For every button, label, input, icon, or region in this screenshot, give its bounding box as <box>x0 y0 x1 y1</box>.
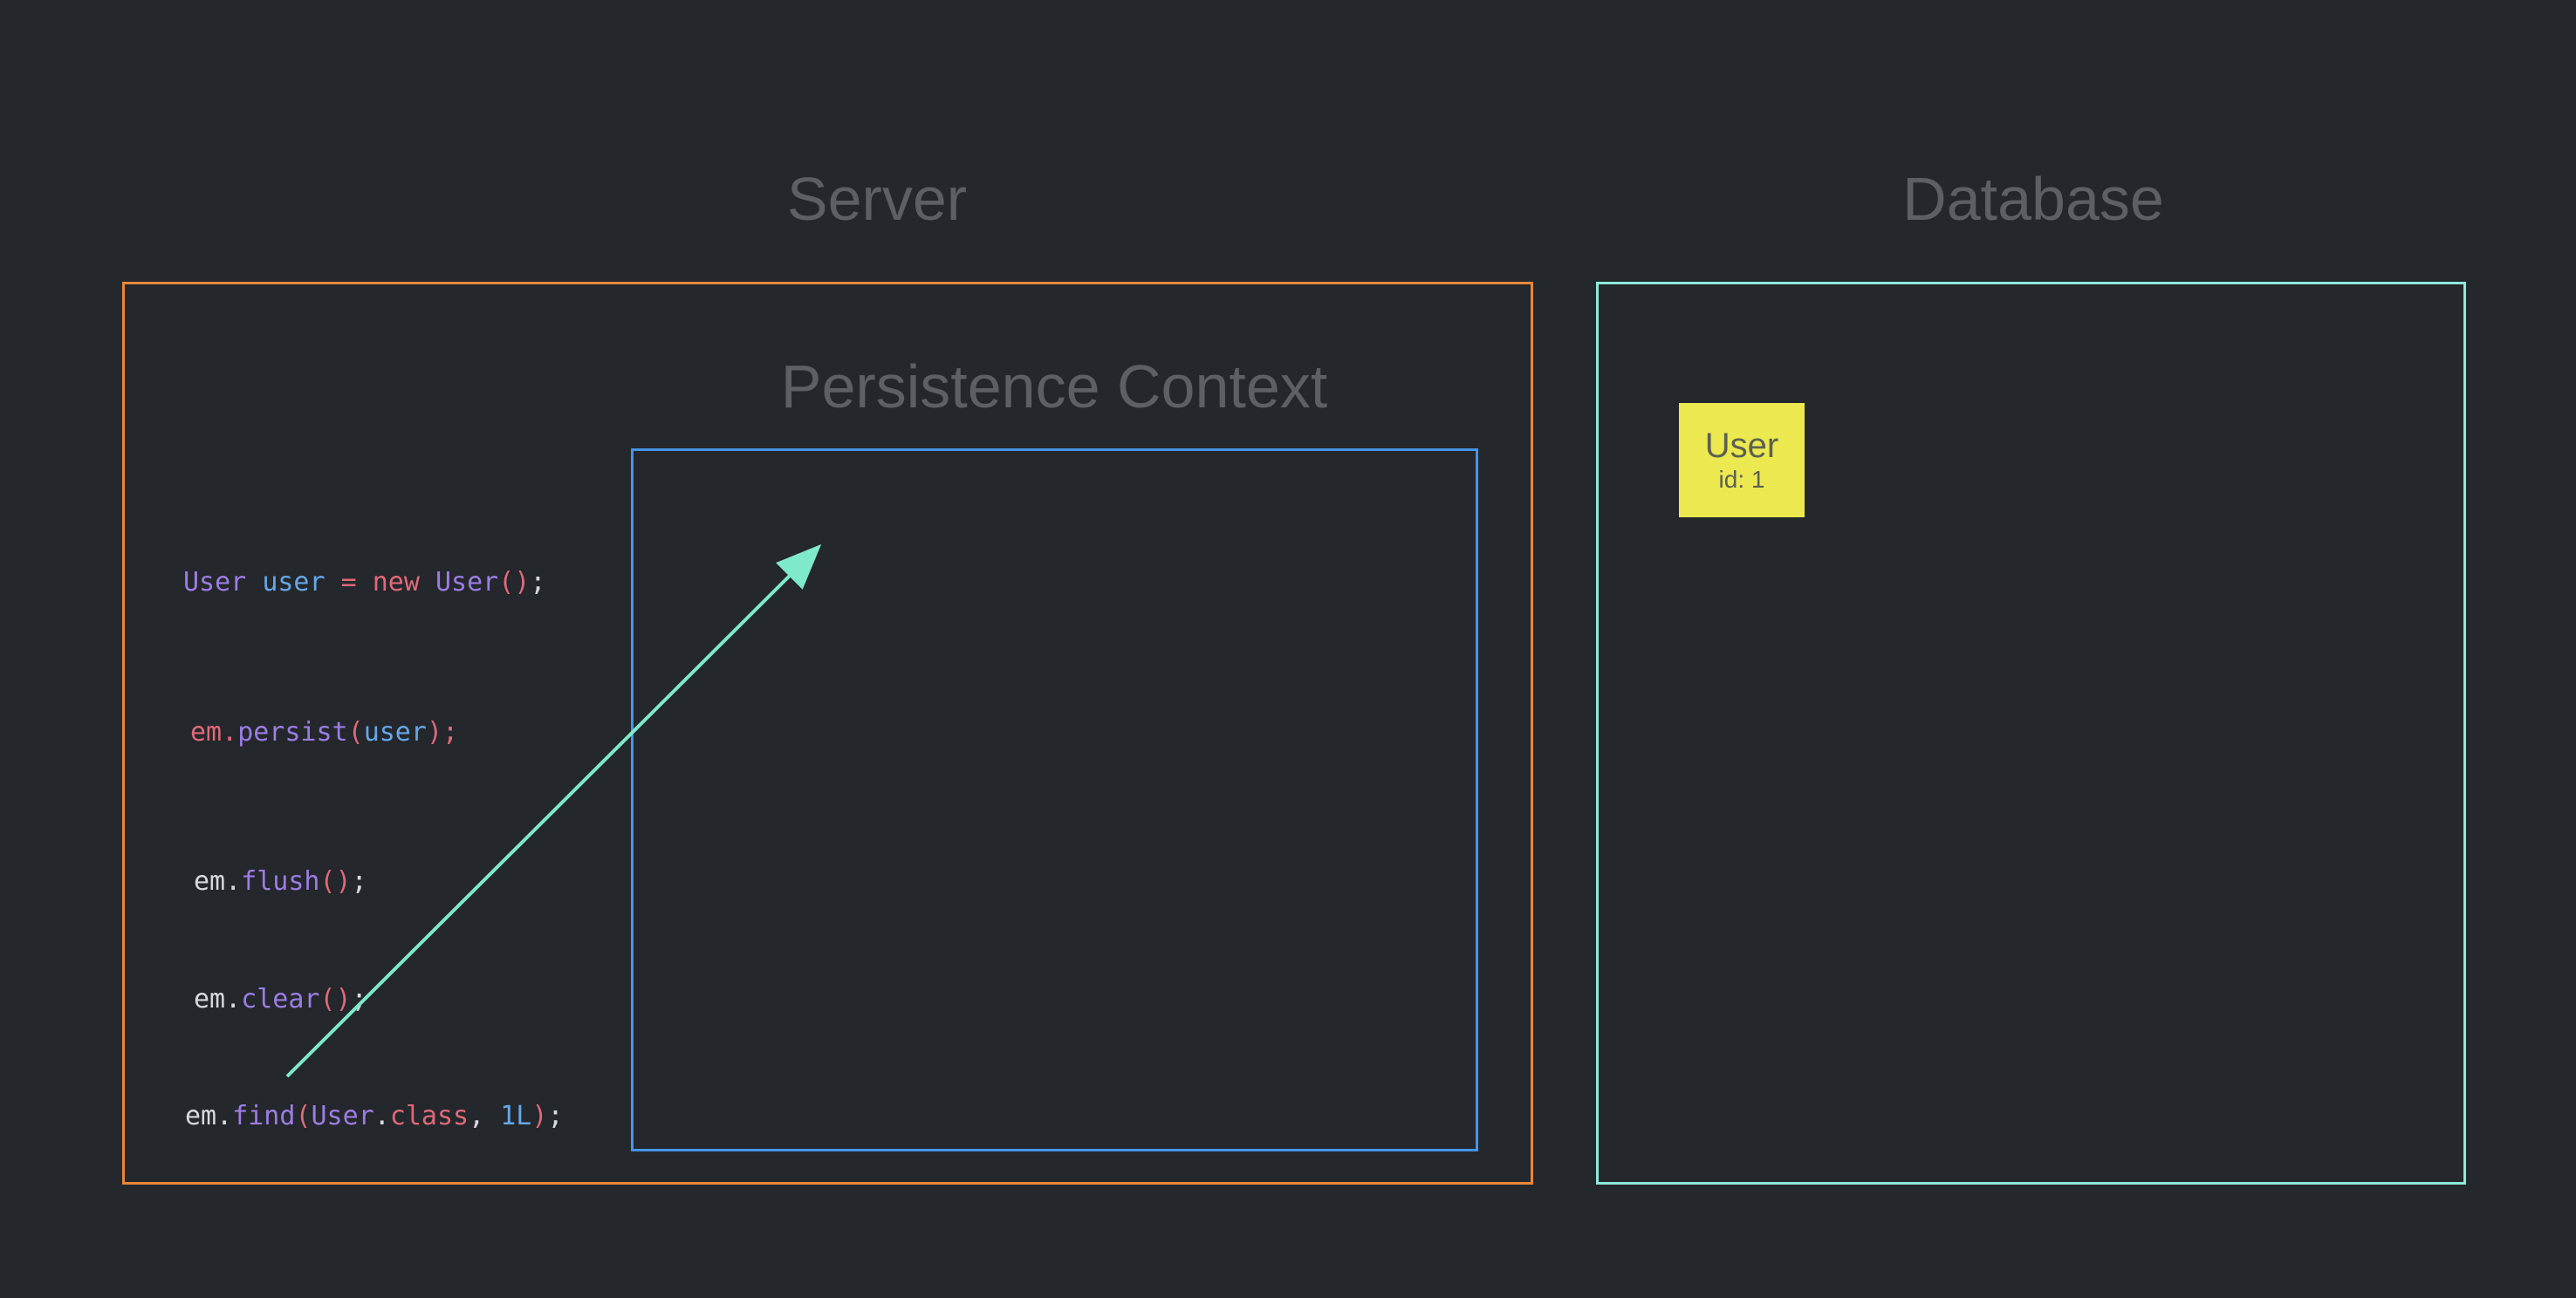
code-token: User <box>183 567 247 598</box>
code-token: ; <box>351 984 367 1014</box>
code-token <box>357 567 373 598</box>
code-token: user <box>363 717 427 748</box>
code-token: () <box>319 984 352 1014</box>
code-token: find <box>232 1101 296 1131</box>
code-token: em. <box>190 717 238 748</box>
code-token: ( <box>295 1101 312 1131</box>
code-token: ); <box>426 717 459 748</box>
code-line-persist: em.persist(user); <box>190 714 458 751</box>
code-token: ; <box>547 1101 564 1131</box>
code-token: . <box>373 1101 390 1131</box>
code-token: em. <box>194 984 242 1014</box>
code-line-new-user: User user = new User(); <box>183 564 545 601</box>
code-token: ) <box>531 1101 548 1131</box>
server-box <box>122 282 1533 1185</box>
code-token: () <box>498 567 531 598</box>
code-token: () <box>319 866 352 897</box>
code-line-find: em.find(User.class, 1L); <box>185 1098 564 1135</box>
user-entity-note: User id: 1 <box>1679 403 1805 517</box>
entity-name: User <box>1704 427 1779 466</box>
code-token: ( <box>347 717 364 748</box>
code-token: 1L <box>500 1101 532 1131</box>
code-token: em. <box>185 1101 233 1131</box>
code-token <box>420 567 435 598</box>
code-token <box>484 1101 500 1131</box>
entity-id: id: 1 <box>1718 466 1765 494</box>
code-token <box>325 567 341 598</box>
persistence-context-title: Persistence Context <box>780 352 1328 420</box>
code-token: = <box>340 567 357 598</box>
code-token <box>246 567 262 598</box>
code-token: class <box>389 1101 469 1131</box>
code-token: clear <box>241 984 320 1014</box>
database-title: Database <box>1902 165 2164 233</box>
code-token: user <box>262 567 325 598</box>
code-token: persist <box>237 717 348 748</box>
code-line-flush: em.flush(); <box>194 864 367 900</box>
database-box <box>1596 282 2466 1185</box>
code-token: User <box>435 567 499 598</box>
code-token: flush <box>241 866 320 897</box>
persistence-context-box <box>631 448 1478 1151</box>
code-token: em. <box>194 866 242 897</box>
code-line-clear: em.clear(); <box>194 981 367 1018</box>
code-token: new <box>372 567 420 598</box>
code-token: , <box>469 1101 485 1131</box>
code-token: ; <box>530 567 546 598</box>
code-token: User <box>311 1101 374 1131</box>
server-title: Server <box>786 165 968 233</box>
code-token: ; <box>351 866 367 897</box>
